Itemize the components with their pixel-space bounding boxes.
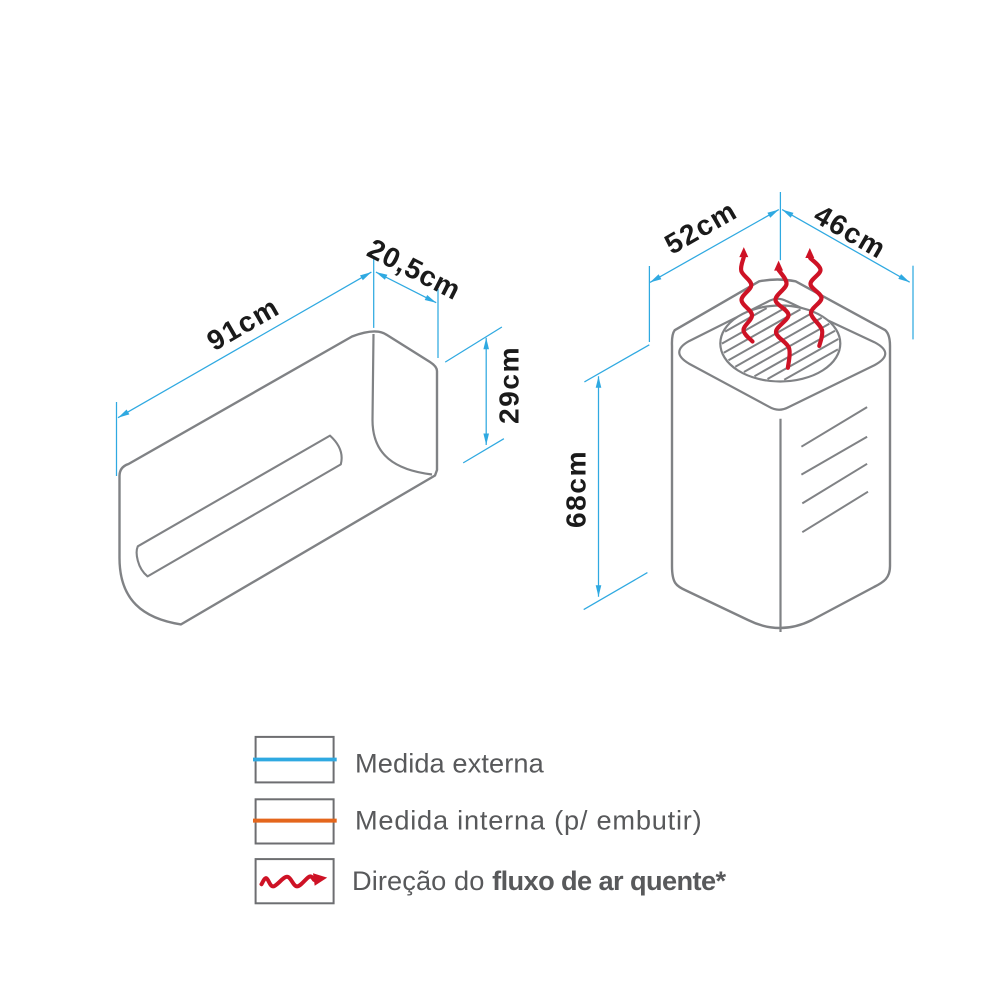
svg-text:Direção do fluxo de ar quente*: Direção do fluxo de ar quente* [352, 865, 726, 896]
svg-text:29cm: 29cm [492, 346, 524, 424]
svg-text:Medida interna (p/ embutir): Medida interna (p/ embutir) [355, 805, 702, 836]
svg-text:Medida externa: Medida externa [355, 748, 545, 779]
svg-text:68cm: 68cm [559, 450, 591, 528]
